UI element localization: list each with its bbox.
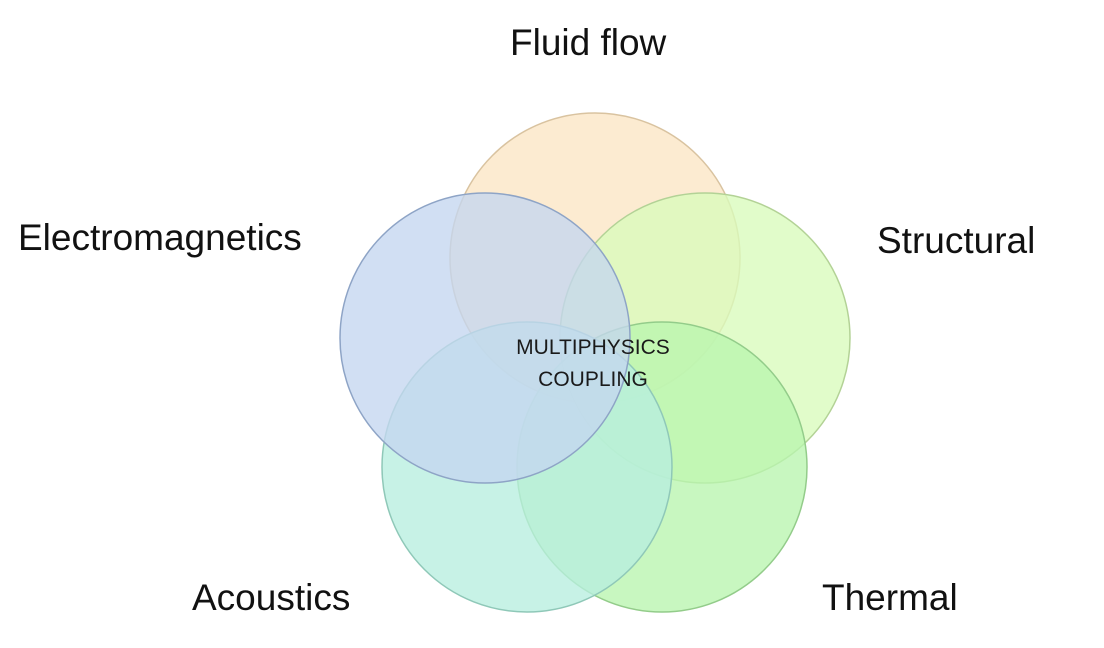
center-label-line-2: COUPLING — [538, 368, 648, 391]
label-thermal: Thermal — [822, 577, 958, 618]
label-electromagnetics: Electromagnetics — [18, 217, 302, 258]
circle-electromagnetics — [339, 192, 631, 484]
center-label: MULTIPHYSICS COUPLING — [462, 332, 724, 396]
label-acoustics: Acoustics — [192, 577, 351, 618]
label-structural: Structural — [877, 220, 1036, 261]
center-label-line-1: MULTIPHYSICS — [516, 336, 670, 359]
label-fluid-flow: Fluid flow — [510, 22, 667, 63]
